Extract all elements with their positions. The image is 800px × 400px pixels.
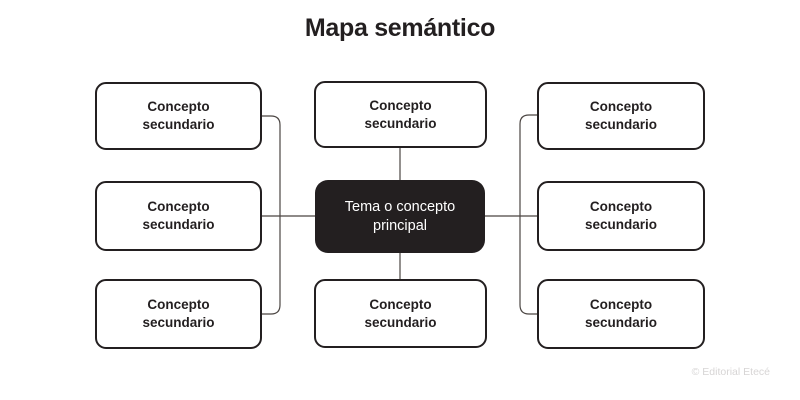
connector-left-bracket [262, 115, 281, 315]
secondary-node-left-top: Concepto secundario [95, 82, 262, 150]
secondary-node-left-bottom: Concepto secundario [95, 279, 262, 349]
secondary-node-center-bottom: Concepto secundario [314, 279, 487, 348]
credit-text: © Editorial Etecé [691, 366, 770, 378]
diagram-title: Mapa semántico [304, 14, 496, 42]
connector-right-bracket [519, 114, 537, 315]
secondary-node-right-top: Concepto secundario [537, 82, 705, 150]
secondary-node-left-middle: Concepto secundario [95, 181, 262, 251]
secondary-node-right-bottom: Concepto secundario [537, 279, 705, 349]
central-node: Tema o concepto principal [315, 180, 485, 253]
secondary-node-right-middle: Concepto secundario [537, 181, 705, 251]
secondary-node-center-top: Concepto secundario [314, 81, 487, 148]
